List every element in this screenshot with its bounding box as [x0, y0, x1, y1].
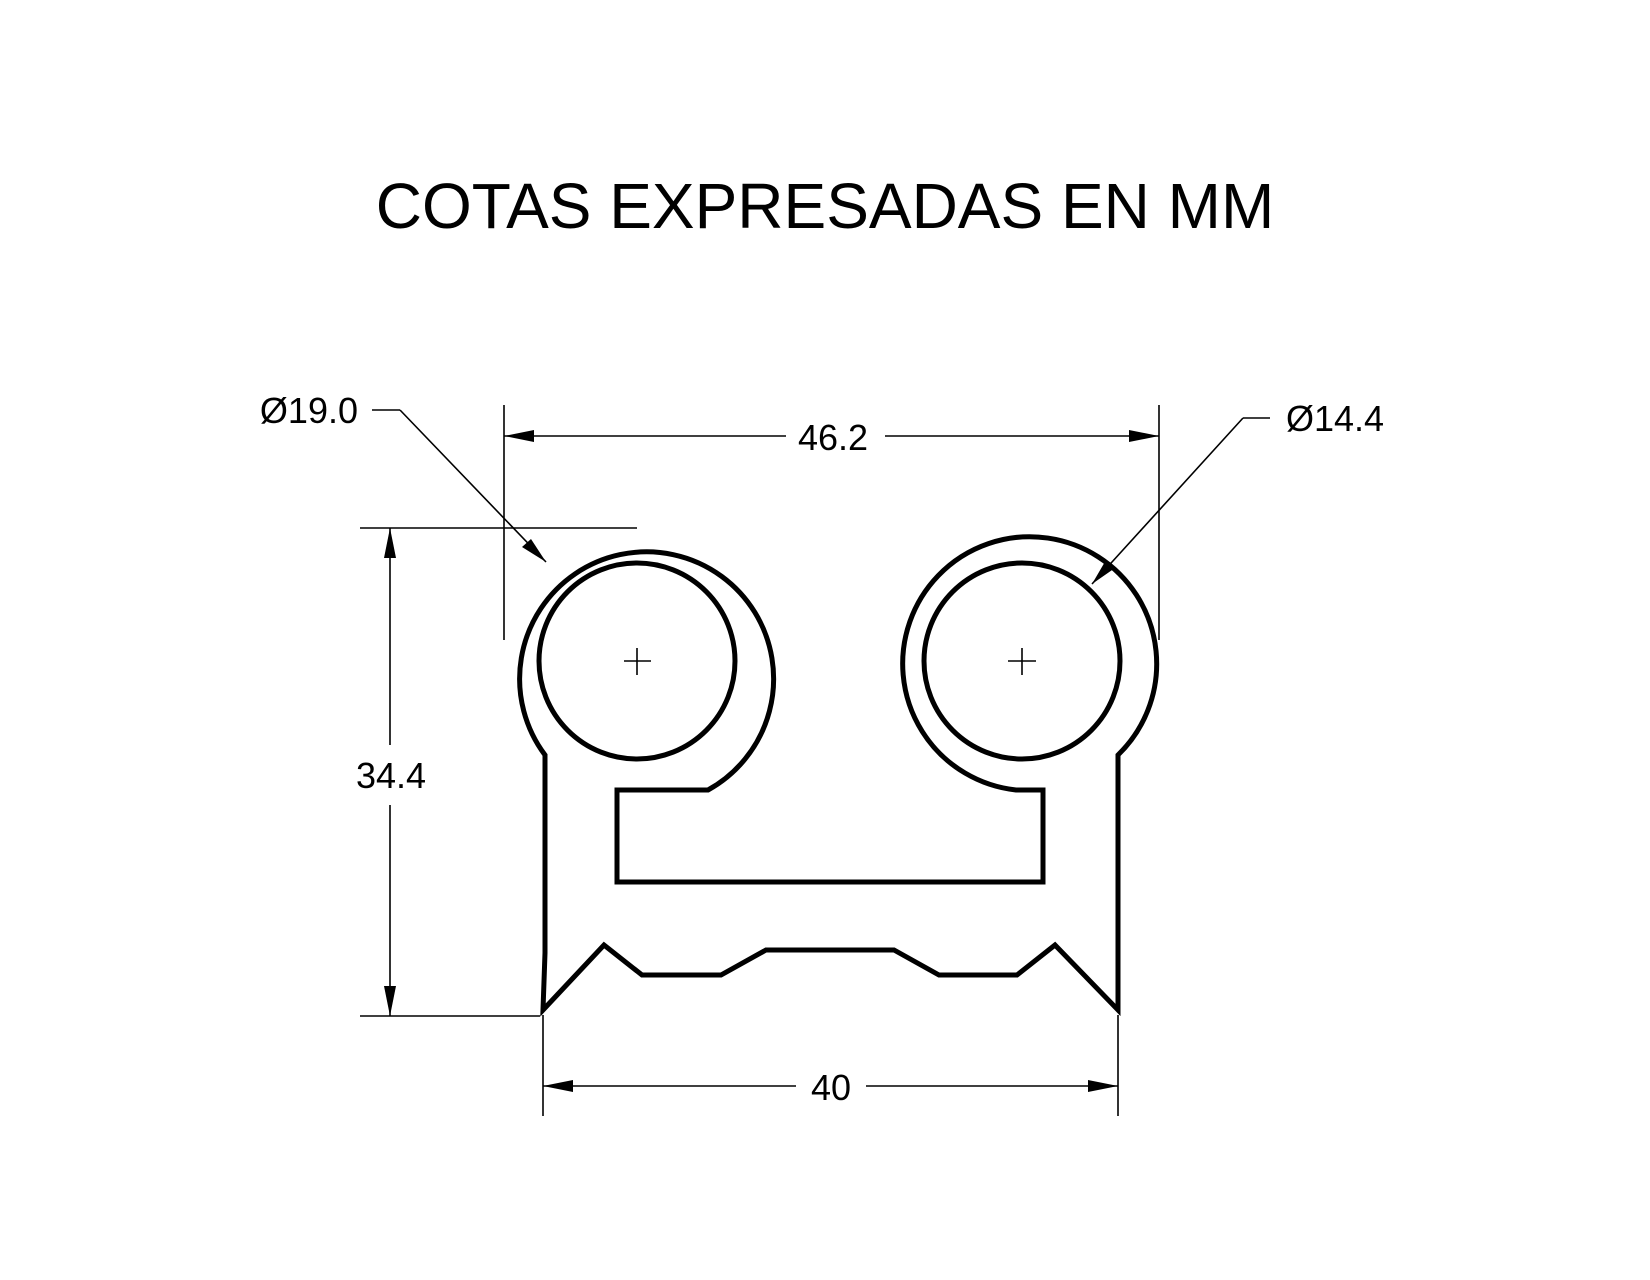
dimension-value: Ø19.0	[260, 390, 358, 431]
dimension-height: 34.4	[356, 527, 637, 1017]
dimension-value: 40	[811, 1067, 851, 1108]
leader-line	[1091, 417, 1244, 585]
left-bore	[536, 560, 738, 762]
dimension-value: 46.2	[798, 417, 868, 458]
drawing-title: COTAS EXPRESADAS EN MM	[376, 170, 1275, 242]
dimension-bottom-width: 40	[542, 1015, 1119, 1116]
leader-left-diameter: Ø19.0	[260, 390, 547, 563]
arrowhead	[1092, 560, 1115, 584]
right-center-mark	[1008, 648, 1036, 675]
arrowhead	[384, 528, 396, 558]
arrowhead	[522, 539, 546, 562]
arrowhead	[1129, 430, 1159, 442]
leader-line	[399, 409, 547, 563]
right-bore	[921, 560, 1123, 762]
dimension-value: 34.4	[356, 755, 426, 796]
arrowhead	[384, 986, 396, 1016]
dimension-top-width: 46.2	[503, 405, 1160, 640]
arrowhead	[1088, 1080, 1118, 1092]
seal-profile	[517, 534, 1160, 1017]
dimension-value: Ø14.4	[1286, 398, 1384, 439]
arrowhead	[504, 430, 534, 442]
arrowhead	[543, 1080, 573, 1092]
leader-right-diameter: Ø14.4	[1091, 398, 1384, 585]
profile-outer-contour	[517, 534, 1160, 1017]
left-center-mark	[624, 648, 651, 675]
